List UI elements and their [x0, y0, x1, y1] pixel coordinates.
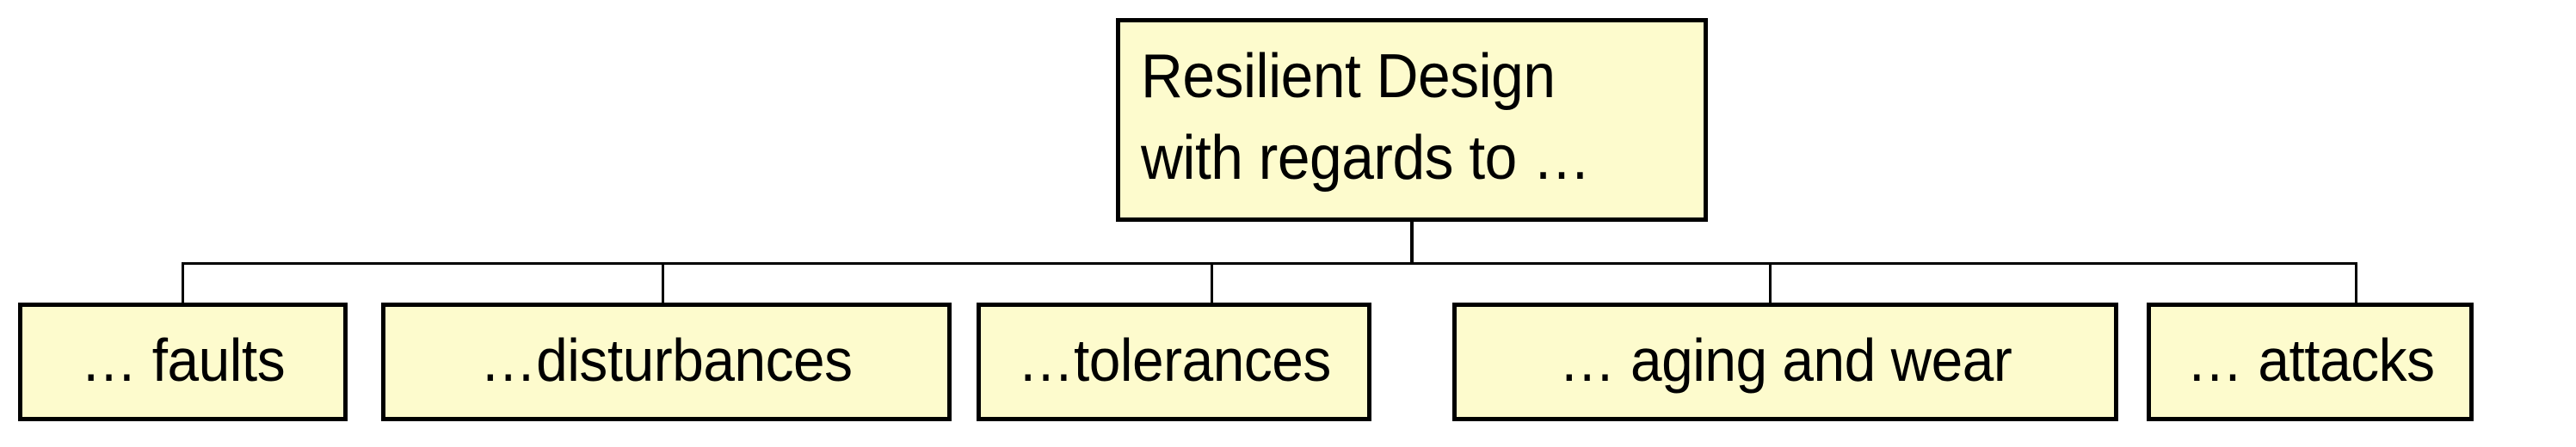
node-root-line-1: Resilient Design — [1141, 41, 1556, 111]
node-attacks[interactable]: … attacks — [2147, 303, 2474, 421]
node-faults-label: … faults — [80, 327, 286, 394]
connector-drop-tolerances — [1211, 262, 1213, 304]
connector-drop-aging-and-wear — [1769, 262, 1772, 304]
node-tolerances[interactable]: …tolerances — [977, 303, 1371, 421]
connector-bus-horizontal — [182, 262, 2357, 265]
node-resilient-design[interactable]: Resilient Design with regards to … — [1116, 18, 1708, 222]
node-attacks-label: … attacks — [2185, 327, 2435, 394]
connector-drop-faults — [182, 262, 184, 304]
connector-drop-attacks — [2355, 262, 2357, 304]
node-faults[interactable]: … faults — [18, 303, 348, 421]
connector-drop-disturbances — [662, 262, 664, 304]
node-tolerances-label: …tolerances — [1017, 327, 1331, 394]
node-aging-and-wear-label: … aging and wear — [1558, 327, 2012, 394]
connector-trunk-vertical — [1410, 220, 1414, 264]
node-disturbances[interactable]: …disturbances — [381, 303, 952, 421]
node-disturbances-label: …disturbances — [480, 327, 853, 394]
node-root-line-2: with regards to … — [1141, 123, 1591, 193]
node-aging-and-wear[interactable]: … aging and wear — [1452, 303, 2118, 421]
